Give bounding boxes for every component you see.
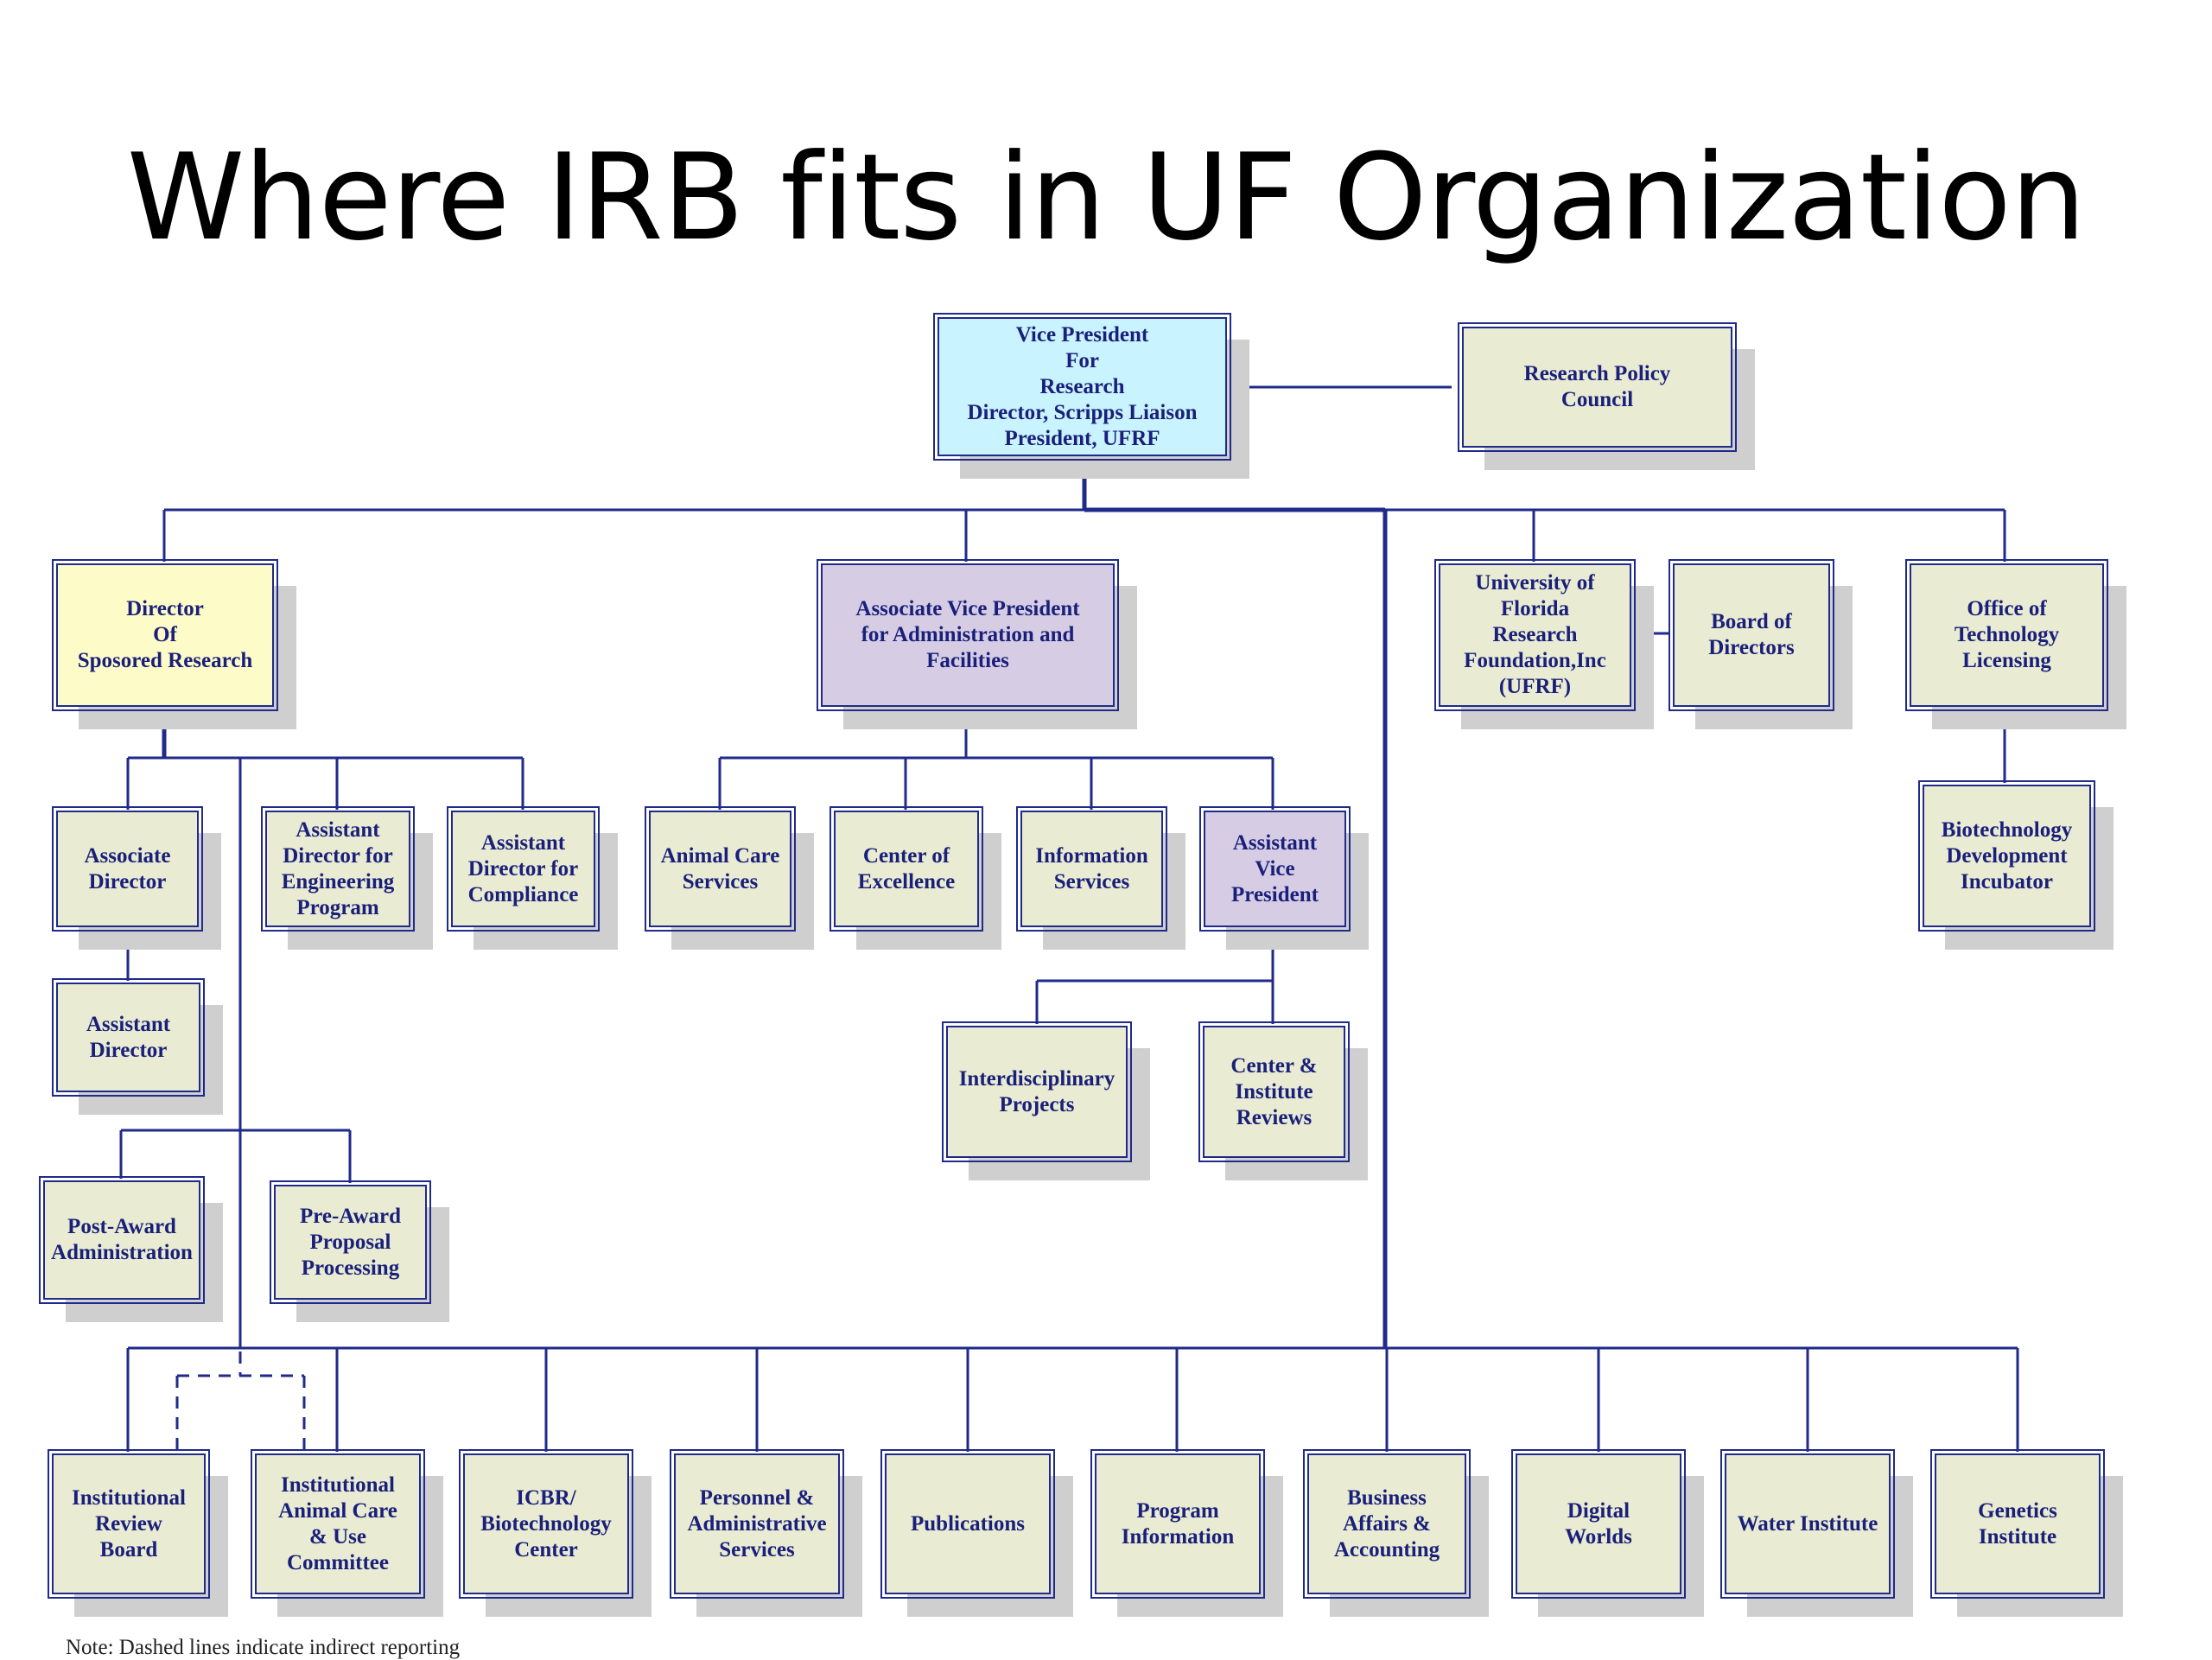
business-affairs-accounting-box: Business Affairs & Accounting [1303,1449,1471,1599]
associate-vp-administration-box: Associate Vice President for Administrat… [817,559,1119,711]
biotechnology-incubator-box: Biotechnology Development Incubator [1918,780,2095,932]
vice-president-box: Vice President For Research Director, Sc… [933,313,1231,461]
post-award-administration-box: Post-Award Administration [39,1176,205,1304]
board-of-directors-box: Board of Directors [1669,559,1834,711]
assistant-director-compliance-box: Assistant Director for Compliance [447,806,600,932]
interdisciplinary-projects-box: Interdisciplinary Projects [942,1021,1132,1162]
director-sponsored-research-box: Director Of Sposored Research [52,559,278,711]
publications-box: Publications [880,1449,1055,1599]
information-services-box: Information Services [1016,806,1167,932]
assistant-director-engineering-box: Assistant Director for Engineering Progr… [261,806,415,932]
water-institute-box: Water Institute [1720,1449,1895,1599]
dashed-indirect-lines [175,1123,306,1452]
ufrf-box: University of Florida Research Foundatio… [1434,559,1636,711]
personnel-administrative-services-box: Personnel & Administrative Services [670,1449,844,1599]
page-title: Where IRB fits in UF Organization [126,128,2086,267]
center-institute-reviews-box: Center & Institute Reviews [1198,1021,1350,1162]
iacuc-box: Institutional Animal Care & Use Committe… [251,1449,425,1599]
animal-care-services-box: Animal Care Services [645,806,796,932]
digital-worlds-box: Digital Worlds [1511,1449,1686,1599]
program-information-box: Program Information [1090,1449,1265,1599]
assistant-vice-president-box: Assistant Vice President [1199,806,1351,932]
center-of-excellence-box: Center of Excellence [830,806,983,932]
technology-licensing-box: Office of Technology Licensing [1905,559,2108,711]
footnote: Note: Dashed lines indicate indirect rep… [66,1636,461,1659]
institutional-review-board-box: Institutional Review Board [48,1449,210,1599]
icbr-biotechnology-center-box: ICBR/ Biotechnology Center [459,1449,633,1599]
assistant-director-box: Assistant Director [52,978,205,1097]
associate-director-box: Associate Director [52,806,203,932]
pre-award-proposal-box: Pre-Award Proposal Processing [270,1180,431,1304]
research-policy-council-box: Research Policy Council [1458,322,1737,452]
genetics-institute-box: Genetics Institute [1930,1449,2105,1599]
